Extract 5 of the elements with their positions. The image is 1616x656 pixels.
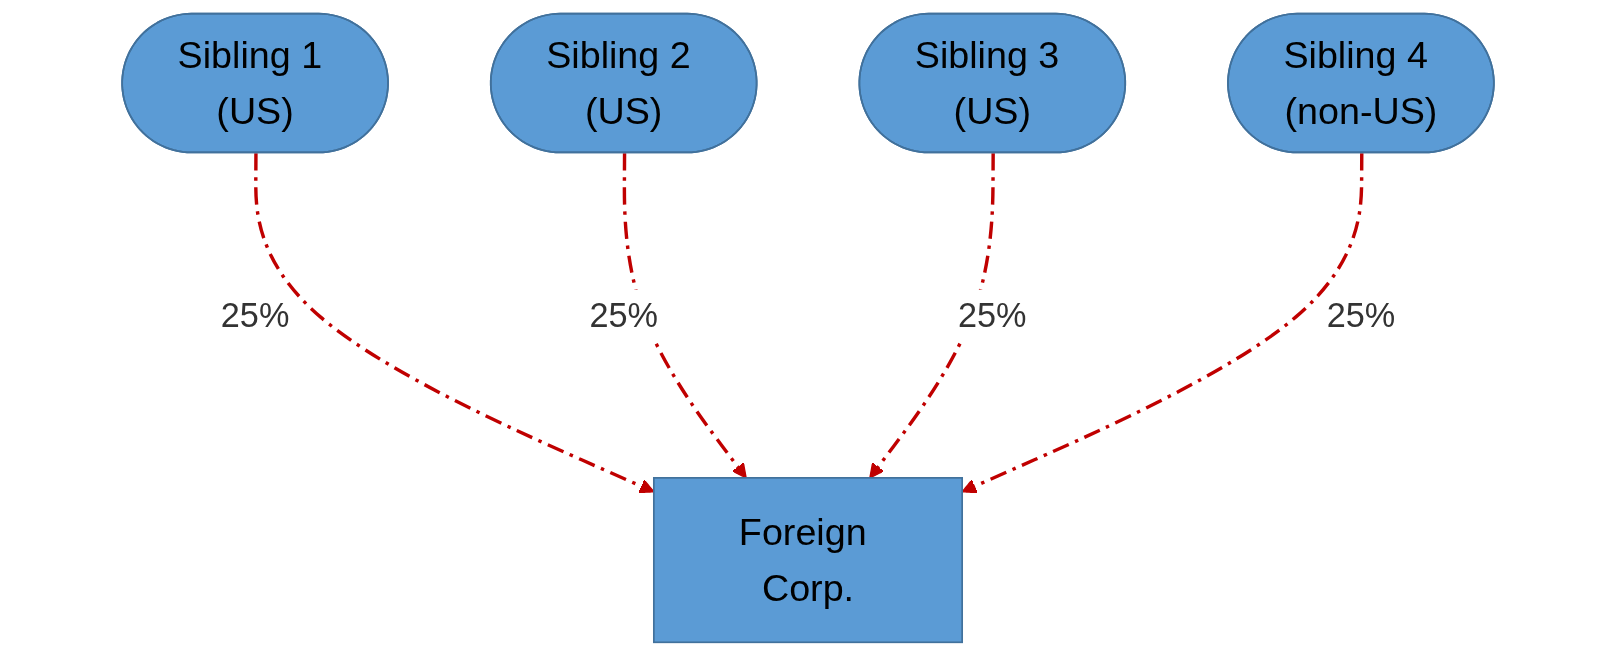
edge-label: 25% (958, 296, 1027, 334)
edge-label: 25% (589, 296, 658, 334)
edge-label: 25% (1326, 296, 1396, 334)
node-box: Foreign Corp. (653, 477, 963, 644)
edge-label: 25% (220, 296, 290, 334)
